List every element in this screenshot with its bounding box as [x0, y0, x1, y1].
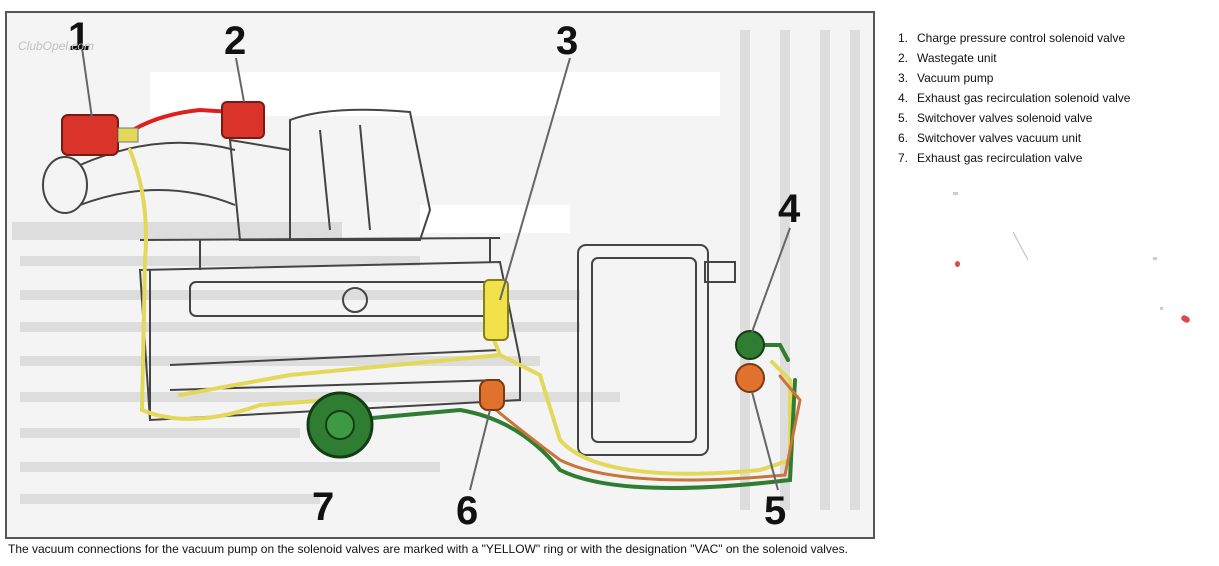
charge-pressure-solenoid [61, 114, 139, 156]
callout-3: 3 [556, 19, 578, 63]
vacuum-lines [128, 148, 802, 490]
vacuum-diagram: 1 2 3 4 5 6 7 ClubOpel.com [5, 11, 875, 539]
callout-5: 5 [764, 489, 786, 533]
decorative-speck [1180, 314, 1191, 324]
decorative-speck [953, 192, 958, 195]
intake-duct [42, 108, 432, 241]
figure-caption: The vacuum connections for the vacuum pu… [8, 542, 848, 556]
callout-2: 2 [224, 19, 246, 63]
leader-lines [81, 47, 791, 491]
legend-item: 6.Switchover valves vacuum unit [898, 131, 1082, 145]
legend-item: 3.Vacuum pump [898, 71, 994, 85]
watermark: ClubOpel.com [18, 39, 94, 53]
legend-item: 2.Wastegate unit [898, 51, 997, 65]
legend-item: 7.Exhaust gas recirculation valve [898, 151, 1083, 165]
vacuum-pump [483, 279, 509, 341]
decorative-speck [955, 261, 960, 267]
legend-item: 4.Exhaust gas recirculation solenoid val… [898, 91, 1131, 105]
decorative-speck [1160, 307, 1163, 310]
egr-solenoid [735, 330, 765, 360]
switchover-solenoid [735, 363, 765, 393]
wastegate-unit [221, 101, 265, 139]
callout-7: 7 [312, 485, 334, 529]
callout-4: 4 [778, 187, 801, 231]
legend-item: 5.Switchover valves solenoid valve [898, 111, 1093, 125]
callout-1: 1 [68, 15, 90, 59]
egr-valve [306, 391, 374, 459]
component-legend: 1.Charge pressure control solenoid valve… [898, 28, 1130, 168]
decorative-speck [1153, 257, 1157, 260]
control-unit [577, 244, 736, 456]
switchover-vacuum-unit [479, 379, 505, 411]
legend-item: 1.Charge pressure control solenoid valve [898, 31, 1126, 45]
decorative-speck [1012, 231, 1029, 261]
callout-6: 6 [456, 489, 478, 533]
